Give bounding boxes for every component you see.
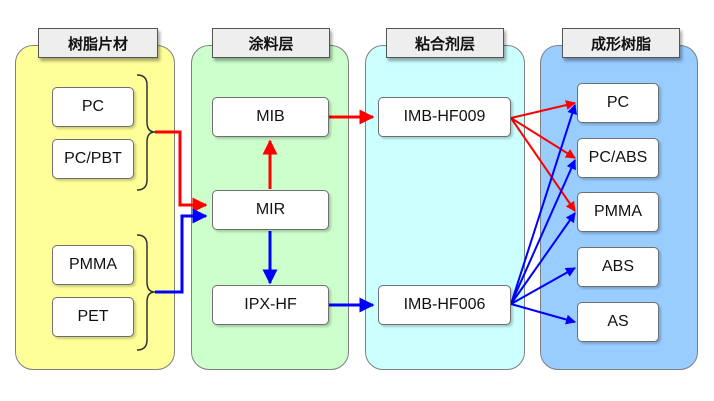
arrow-blue-hf006-to-as [510,303,576,325]
brace-bottom [136,234,156,351]
adhesive-item-hf006: IMB-HF006 [378,285,511,325]
molding-item-pc: PC [577,83,659,123]
molding-header: 成形树脂 [562,28,680,58]
arrow-red-hf009-to-pmma [510,117,576,212]
molding-item-pc-abs: PC/ABS [577,138,659,178]
sheet-item-pet: PET [52,297,134,337]
arrow-blue-sheet-to-mir [155,208,208,294]
adhesive-item-hf009: IMB-HF009 [378,97,511,137]
coating-item-ipx-hf: IPX-HF [212,285,329,325]
arrow-blue-hf006-to-pc [510,104,578,305]
arrow-blue-hf006-to-pmma [510,212,576,305]
arrow-blue-hf006-to-abs [510,267,576,305]
coating-item-mir: MIR [212,190,329,230]
arrow-blue-hf006-to-pcabs [510,159,576,305]
coating-item-mib: MIB [212,97,329,137]
arrow-red-hf009-to-pcabs [510,117,576,159]
sheet-item-pmma: PMMA [52,245,134,285]
molding-item-abs: ABS [577,247,659,287]
sheet-item-pc-pbt: PC/PBT [52,139,134,179]
sheet-item-pc: PC [52,87,134,127]
brace-top [136,74,156,191]
molding-item-pmma: PMMA [577,192,659,232]
resin-sheet-header: 树脂片材 [38,28,158,58]
arrow-red-hf009-to-pc [510,100,576,119]
coating-header: 涂料层 [212,28,330,58]
arrow-red-sheet-to-mir [155,130,208,213]
adhesive-header: 粘合剂层 [386,28,504,58]
molding-item-as: AS [577,302,659,342]
